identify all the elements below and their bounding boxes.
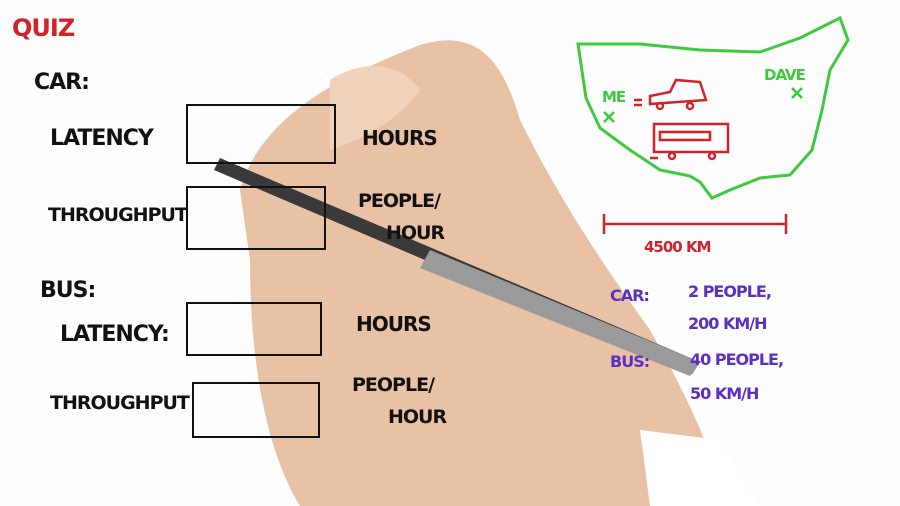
bus-latency-answer-box[interactable] [186,302,322,356]
bus-throughput-unit-1: PEOPLE/ [352,374,435,396]
car-throughput-unit-1: PEOPLE/ [358,190,441,212]
bus-drawing [650,122,730,161]
hand-with-pen [214,40,760,506]
me-label: ME [602,88,626,106]
car-facts-capacity: 2 PEOPLE, [688,282,772,301]
quiz-title: QUIZ [12,14,75,42]
bus-throughput-unit-2: HOUR [388,406,447,428]
car-latency-label: LATENCY [50,126,154,151]
bus-facts-label: BUS: [610,352,650,371]
car-heading: CAR: [34,70,90,95]
car-facts-label: CAR: [610,286,650,305]
bus-latency-label: LATENCY: [60,322,170,347]
car-latency-answer-box[interactable] [186,104,336,164]
car-drawing [634,78,708,111]
car-throughput-label: THROUGHPUT [48,204,188,226]
bus-latency-unit: HOURS [356,312,432,336]
bus-facts-capacity: 40 PEOPLE, [690,350,784,369]
me-x-mark [603,111,615,123]
car-latency-unit: HOURS [362,126,438,150]
us-outline [576,15,850,200]
bus-throughput-label: THROUGHPUT [50,392,190,414]
dave-x-mark [791,87,803,99]
car-throughput-answer-box[interactable] [186,186,326,250]
bus-facts-speed: 50 KM/H [690,384,759,403]
car-facts-speed: 200 KM/H [688,314,768,333]
dave-label: DAVE [764,66,806,84]
car-throughput-unit-2: HOUR [386,222,445,244]
distance-scale-line [602,214,788,234]
bus-heading: BUS: [40,278,96,303]
distance-label: 4500 KM [644,238,712,256]
bus-throughput-answer-box[interactable] [192,382,320,438]
